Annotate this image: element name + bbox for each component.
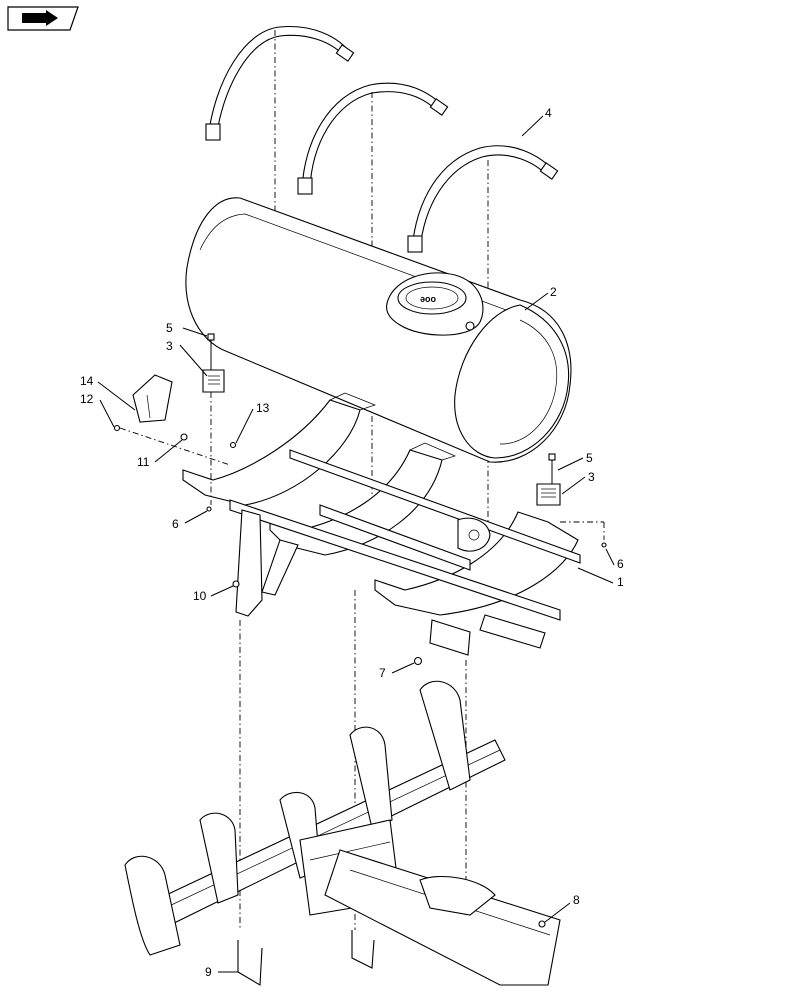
left-hardware [113, 333, 240, 588]
callout-10: 10 [193, 589, 207, 603]
callout-5-right: 5 [586, 451, 593, 465]
callout-4: 4 [545, 106, 552, 120]
callout-6-left: 6 [172, 517, 179, 531]
callout-7: 7 [379, 666, 386, 680]
callout-labels: 4 2 5 3 14 12 13 11 6 10 5 3 6 1 7 8 9 [80, 106, 624, 979]
callout-13: 13 [256, 401, 270, 415]
callout-12: 12 [80, 392, 94, 406]
callout-14: 14 [80, 374, 94, 388]
callout-5-left: 5 [166, 321, 173, 335]
callout-11: 11 [137, 455, 150, 469]
cradle-frame [182, 392, 581, 656]
svg-text:ǝoo: ǝoo [420, 294, 437, 304]
callout-leaders [97, 115, 615, 973]
callout-8: 8 [573, 893, 580, 907]
nav-arrow-icon[interactable] [7, 6, 79, 31]
tank-straps [205, 25, 559, 253]
base-frame [124, 656, 561, 986]
callout-6-right: 6 [617, 557, 624, 571]
callout-1: 1 [617, 575, 624, 589]
tank: ǝoo [185, 197, 572, 463]
callout-3-left: 3 [166, 339, 173, 353]
callout-3-right: 3 [588, 470, 595, 484]
callout-9: 9 [205, 965, 212, 979]
right-hardware [536, 453, 607, 548]
callout-2: 2 [550, 285, 557, 299]
